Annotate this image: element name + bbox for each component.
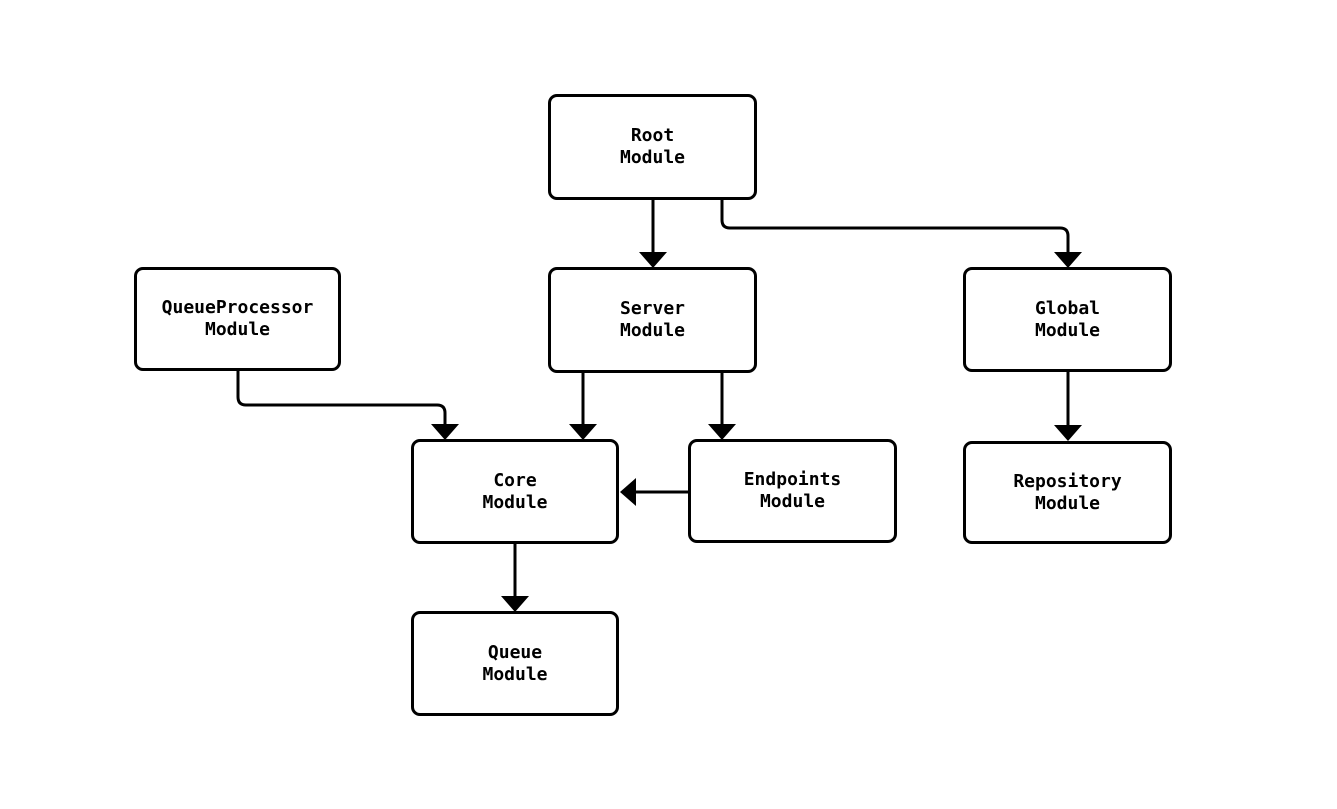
- node-server-module-label: Server Module: [619, 298, 686, 341]
- edge-global-to-repository: [1054, 372, 1082, 441]
- node-queue-module: Queue Module: [411, 611, 619, 716]
- node-repository-module: Repository Module: [963, 441, 1172, 544]
- node-queue-module-label: Queue Module: [482, 641, 548, 685]
- node-repository-module-label: Repository Module: [1013, 470, 1122, 514]
- node-queueprocessor-module: QueueProcessor Module: [134, 267, 341, 371]
- node-global-module: Global Module: [963, 267, 1172, 372]
- node-root-module-label: Root Module: [619, 125, 686, 168]
- edge-server-to-core: [569, 373, 597, 440]
- edge-endpoints-to-core: [620, 478, 688, 506]
- node-server-module: Server Module: [548, 267, 757, 373]
- node-global-module-label: Global Module: [1034, 297, 1101, 341]
- edge-core-to-queue: [501, 544, 529, 612]
- edge-root-to-global: [720, 200, 1082, 268]
- node-core-module-label: Core Module: [482, 469, 548, 513]
- edge-root-to-server: [639, 200, 667, 268]
- node-queueprocessor-module-label: QueueProcessor Module: [161, 297, 314, 340]
- edge-server-to-endpoints: [708, 373, 736, 440]
- edge-queueprocessor-to-core: [236, 371, 459, 440]
- node-endpoints-module: Endpoints Module: [688, 439, 897, 543]
- node-core-module: Core Module: [411, 439, 619, 544]
- node-root-module: Root Module: [548, 94, 757, 200]
- node-endpoints-module-label: Endpoints Module: [743, 469, 842, 512]
